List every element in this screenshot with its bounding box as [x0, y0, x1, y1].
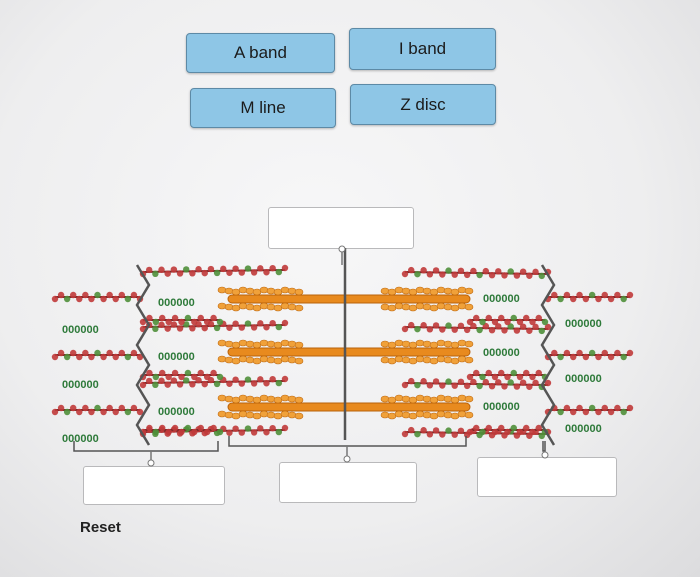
thin-filament: [139, 375, 289, 389]
label-z-disc-button[interactable]: Z disc: [350, 84, 496, 125]
thick-filament: [217, 394, 474, 420]
svg-text:000000: 000000: [158, 351, 195, 363]
thin-filament: [466, 424, 549, 436]
reset-button[interactable]: Reset: [80, 519, 121, 536]
thin-filament: [466, 314, 549, 326]
filament-wave-labels: 000000 000000 000000 000000 000000 000000 0000…: [62, 293, 602, 445]
drop-target-bottom-right[interactable]: [477, 457, 617, 497]
svg-text:000000: 000000: [565, 373, 602, 385]
bracket-left: [73, 441, 219, 467]
label-a-band-text: A band: [234, 43, 287, 62]
bracket-right: [541, 441, 549, 459]
svg-text:000000: 000000: [62, 324, 99, 336]
thick-filament: [217, 286, 474, 312]
svg-text:000000: 000000: [565, 318, 602, 330]
svg-text:000000: 000000: [483, 401, 520, 413]
label-i-band-text: I band: [398, 39, 447, 58]
label-i-band-button[interactable]: I band: [349, 28, 496, 70]
label-brackets: [73, 245, 549, 467]
svg-text:000000: 000000: [158, 406, 195, 418]
svg-text:000000: 000000: [565, 423, 602, 435]
titin-wave: 000000: [483, 347, 520, 359]
label-a-band-button[interactable]: A band: [186, 33, 335, 73]
titin-wave: 000000: [565, 373, 602, 385]
thin-filament: [544, 404, 634, 416]
thin-filament: [51, 349, 144, 361]
z-disc-line: [540, 264, 556, 446]
titin-wave: 000000: [62, 433, 99, 445]
label-m-line-text: M line: [240, 98, 286, 117]
thick-filament: [217, 339, 474, 365]
titin-wave: 000000: [158, 351, 195, 363]
thin-filament: [51, 404, 144, 416]
titin-wave: 000000: [158, 297, 195, 309]
myosin-filaments: [217, 286, 474, 420]
thin-filament: [51, 291, 144, 303]
titin-wave: 000000: [565, 423, 602, 435]
thin-filament: [544, 349, 634, 361]
titin-wave: 000000: [62, 379, 99, 391]
titin-wave: 000000: [483, 293, 520, 305]
thin-filament: [401, 377, 552, 391]
z-disc-line: [135, 264, 151, 446]
titin-wave: 000000: [62, 324, 99, 336]
thin-filament: [139, 264, 289, 278]
drop-target-bottom-center[interactable]: [279, 462, 417, 503]
thin-filament: [139, 319, 289, 333]
bracket-center: [228, 436, 467, 463]
svg-text:000000: 000000: [483, 293, 520, 305]
thin-filament: [466, 369, 549, 381]
thin-filament: [544, 291, 634, 303]
label-z-disc-text: Z disc: [400, 94, 446, 114]
titin-wave: 000000: [158, 406, 195, 418]
drop-target-bottom-left[interactable]: [83, 466, 225, 505]
thin-filament: [401, 266, 552, 280]
titin-wave: 000000: [565, 318, 602, 330]
z-discs: [135, 248, 556, 446]
svg-text:000000: 000000: [62, 379, 99, 391]
drop-target-top[interactable]: [268, 207, 414, 249]
thin-filament: [401, 321, 552, 335]
svg-text:000000: 000000: [483, 347, 520, 359]
svg-text:000000: 000000: [158, 297, 195, 309]
thin-filament: [139, 314, 224, 326]
svg-text:000000: 000000: [62, 433, 99, 445]
titin-wave: 000000: [483, 401, 520, 413]
label-m-line-button[interactable]: M line: [190, 88, 336, 128]
leader-top-dot: [338, 245, 346, 253]
actin-filaments: [51, 264, 634, 440]
